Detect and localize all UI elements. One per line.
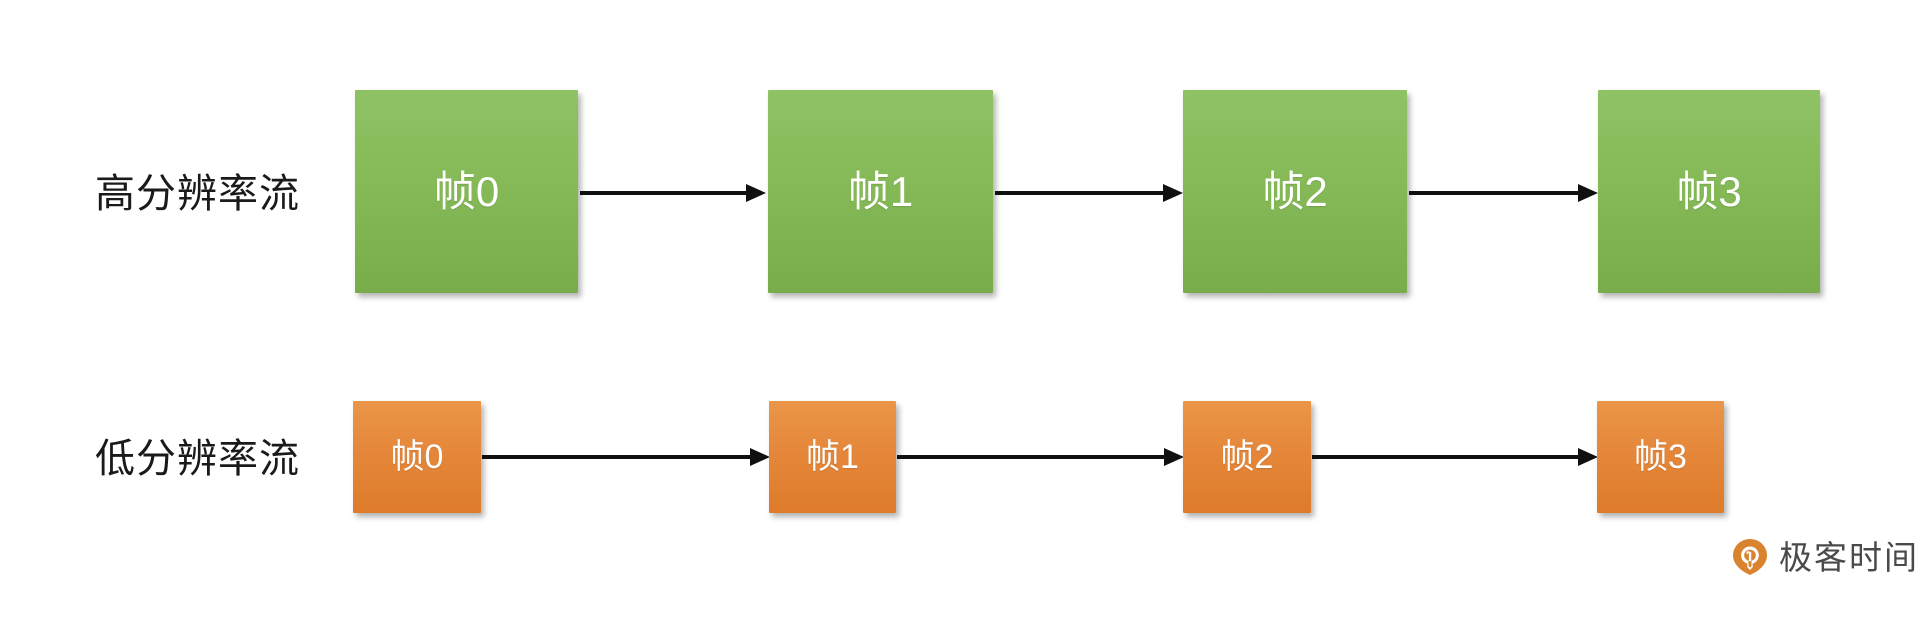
arrow-shaft (995, 191, 1163, 195)
arrow-head-icon (750, 448, 770, 466)
high-res-frame-box-3: 帧3 (1598, 90, 1820, 293)
low-res-frame-label-3: 帧3 (1634, 438, 1687, 476)
low-res-frame-box-0: 帧0 (353, 401, 481, 513)
row-label-low-resolution-stream: 低分辨率流 (95, 437, 300, 481)
arrow-head-icon (746, 184, 766, 202)
arrow-shaft (1409, 191, 1578, 195)
high-res-frame-box-1: 帧1 (768, 90, 993, 293)
arrow-head-icon (1164, 448, 1184, 466)
high-res-arrow-2-to-3 (1409, 181, 1598, 205)
high-res-frame-box-2: 帧2 (1183, 90, 1407, 293)
arrow-shaft (897, 455, 1164, 459)
low-res-frame-label-0: 帧0 (390, 438, 444, 476)
low-res-frame-box-1: 帧1 (769, 401, 896, 513)
high-res-frame-label-3: 帧3 (1676, 167, 1742, 215)
arrow-head-icon (1578, 448, 1598, 466)
arrow-shaft (1312, 455, 1578, 459)
arrow-shaft (580, 191, 746, 195)
high-res-frame-label-1: 帧1 (847, 167, 914, 215)
low-res-frame-label-2: 帧2 (1220, 438, 1274, 476)
low-res-frame-box-2: 帧2 (1183, 401, 1311, 513)
low-res-frame-box-3: 帧3 (1597, 401, 1724, 513)
arrow-head-icon (1163, 184, 1183, 202)
arrow-shaft (482, 455, 750, 459)
watermark: 极客时间 (1730, 537, 1919, 577)
arrow-head-icon (1578, 184, 1598, 202)
row-label-high-resolution-stream: 高分辨率流 (95, 172, 300, 216)
watermark-text: 极客时间 (1779, 538, 1919, 576)
geektime-pin-icon (1733, 539, 1767, 575)
low-res-arrow-1-to-2 (897, 445, 1184, 469)
low-res-frame-label-1: 帧1 (806, 438, 859, 476)
low-res-arrow-0-to-1 (482, 445, 770, 469)
low-res-arrow-2-to-3 (1312, 445, 1598, 469)
high-res-frame-label-0: 帧0 (433, 167, 500, 215)
high-res-frame-box-0: 帧0 (355, 90, 578, 293)
high-res-arrow-0-to-1 (580, 181, 766, 205)
high-res-frame-label-2: 帧2 (1262, 167, 1328, 215)
high-res-arrow-1-to-2 (995, 181, 1183, 205)
